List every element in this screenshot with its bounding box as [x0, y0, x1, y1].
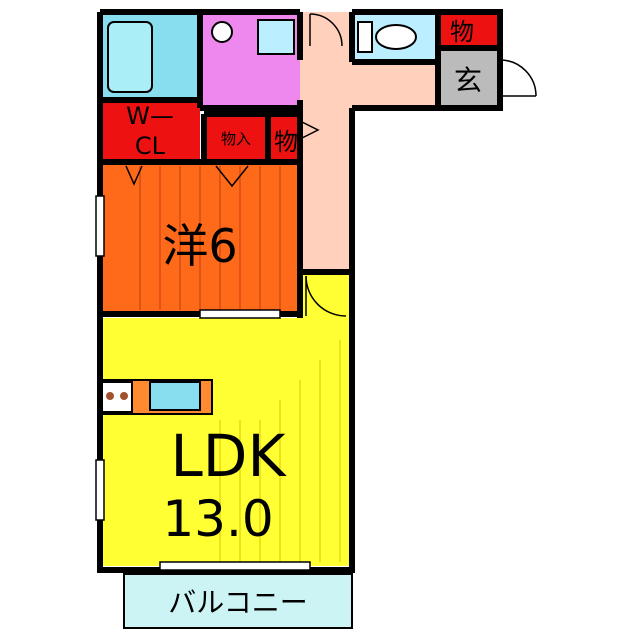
windows: [95, 195, 311, 571]
doors: [125, 13, 537, 317]
closet-side-label: 物: [274, 128, 298, 156]
balcony: [123, 573, 353, 629]
ldk-room: [100, 272, 352, 566]
kitchen-sink-icon: [149, 381, 201, 411]
walk-in-closet: [100, 100, 200, 162]
hallway-entry: [352, 62, 436, 108]
toilet-tank-icon: [357, 21, 373, 53]
closet-small-label: 物入: [221, 130, 251, 148]
burner-icon-1: [106, 392, 114, 400]
sink-icon: [211, 21, 233, 43]
balcony-label: バルコニー: [168, 586, 307, 619]
walk-in-closet-label-line2: CL: [135, 132, 166, 160]
walls: [97, 9, 503, 573]
bedroom-label: 洋6: [162, 219, 237, 273]
closet-side: [270, 114, 300, 162]
genkan: [438, 48, 498, 108]
storage-entry-closet-2: [486, 12, 498, 48]
washer-icon: [257, 19, 295, 55]
storage-entry-label: 物: [450, 18, 474, 46]
ldk-flooring: [219, 340, 341, 562]
walk-in-closet-label-line1: W—: [126, 102, 174, 130]
ldk-size: 13.0: [162, 490, 273, 548]
toilet-bowl-icon: [375, 24, 417, 50]
closet-small: [204, 114, 266, 162]
bathtub-icon: [107, 21, 153, 93]
burner-icon-2: [120, 392, 128, 400]
genkan-label: 玄: [454, 64, 482, 97]
storage-entry-closet: [438, 12, 486, 48]
hallway-main: [300, 12, 352, 320]
ldk-label: LDK: [170, 422, 287, 490]
bedroom-flooring: [139, 166, 281, 310]
